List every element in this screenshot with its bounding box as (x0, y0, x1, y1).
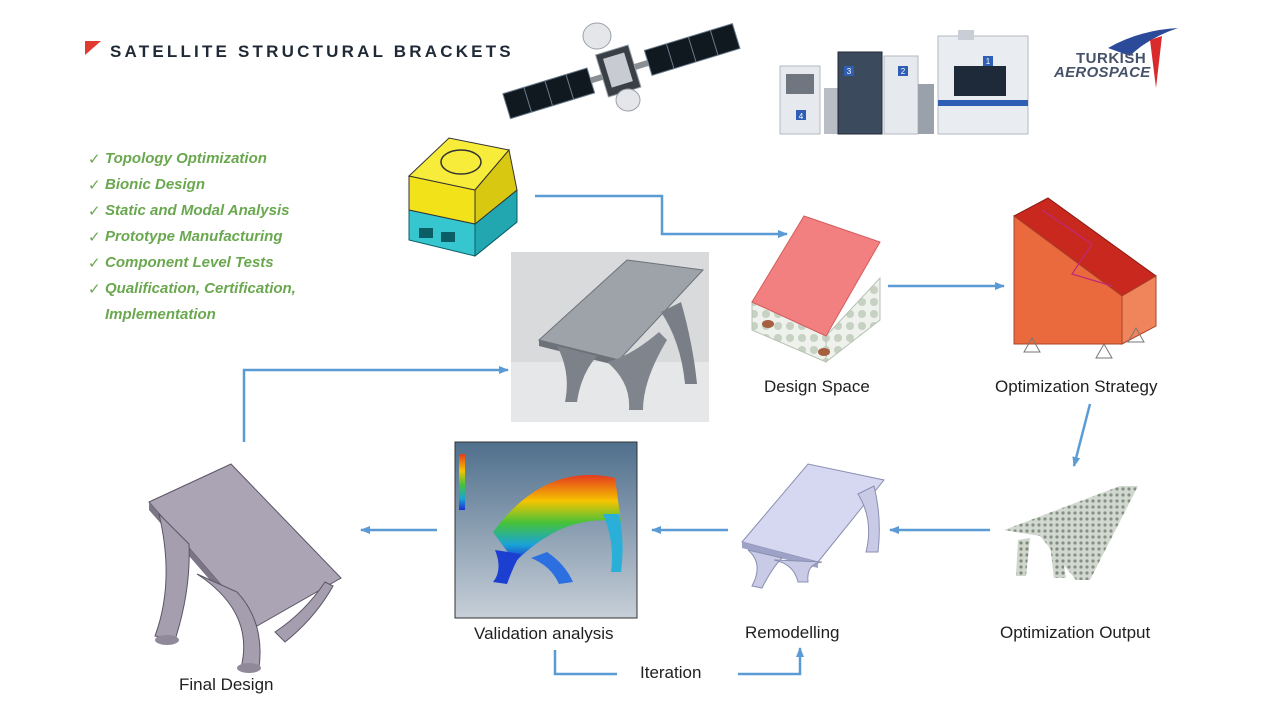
arrow-assembly-to-design-space (535, 194, 788, 238)
label-remodelling: Remodelling (745, 623, 840, 642)
svg-text:4: 4 (799, 112, 804, 121)
label-validation-analysis: Validation analysis (474, 624, 614, 643)
label-iteration: Iteration (640, 663, 702, 682)
check-icon: ✓ (88, 151, 101, 168)
page-title: SATELLITE STRUCTURAL BRACKETS (110, 42, 514, 61)
check-icon: ✓ (88, 203, 101, 220)
arrow-iteration-left (553, 650, 617, 676)
logo-text-turkish: TURKISH (1076, 50, 1147, 67)
checklist-item: ✓Static and Modal Analysis (88, 202, 290, 220)
turkish-aerospace-logo-icon (1108, 28, 1178, 88)
check-icon: ✓ (88, 255, 101, 272)
logo-text-aerospace: AEROSPACE (1054, 64, 1151, 81)
title-accent-icon (85, 41, 101, 55)
label-final-design: Final Design (179, 675, 274, 694)
check-icon: ✓ (88, 281, 101, 298)
checklist-item: ✓Component Level Tests (88, 254, 274, 272)
label-optimization-strategy: Optimization Strategy (995, 377, 1158, 396)
design-space-image (751, 215, 881, 364)
check-icon: ✓ (88, 177, 101, 194)
remodelling-image (741, 463, 885, 589)
checklist-item: ✓Topology Optimization (88, 150, 267, 168)
optimization-output-image (1004, 486, 1138, 580)
check-icon: ✓ (88, 229, 101, 246)
satellite-image (502, 22, 741, 120)
validation-analysis-image (454, 441, 638, 619)
arrow-final-to-prototype (242, 366, 509, 442)
final-design-image (148, 463, 342, 673)
slm-machines-image: 4 3 2 1 (779, 30, 1029, 135)
checklist-item: ✓Bionic Design (88, 176, 206, 194)
checklist-item: ✓Qualification, Certification, (88, 280, 296, 298)
label-optimization-output: Optimization Output (1000, 623, 1151, 642)
checklist-item: ✓Prototype Manufacturing (88, 228, 283, 246)
svg-text:1: 1 (986, 57, 991, 66)
svg-text:2: 2 (901, 67, 906, 76)
prototype-photo-image (511, 252, 709, 422)
feature-checklist: ✓Topology Optimization ✓Bionic Design ✓S… (88, 150, 388, 332)
checklist-item-continued: Implementation (105, 306, 216, 323)
svg-text:3: 3 (847, 67, 852, 76)
label-design-space: Design Space (764, 377, 870, 396)
optimization-strategy-image (1013, 197, 1157, 359)
original-bracket-assembly-image (407, 137, 518, 258)
arrow-strategy-to-output (1072, 403, 1092, 467)
arrow-iteration-right (738, 647, 804, 676)
